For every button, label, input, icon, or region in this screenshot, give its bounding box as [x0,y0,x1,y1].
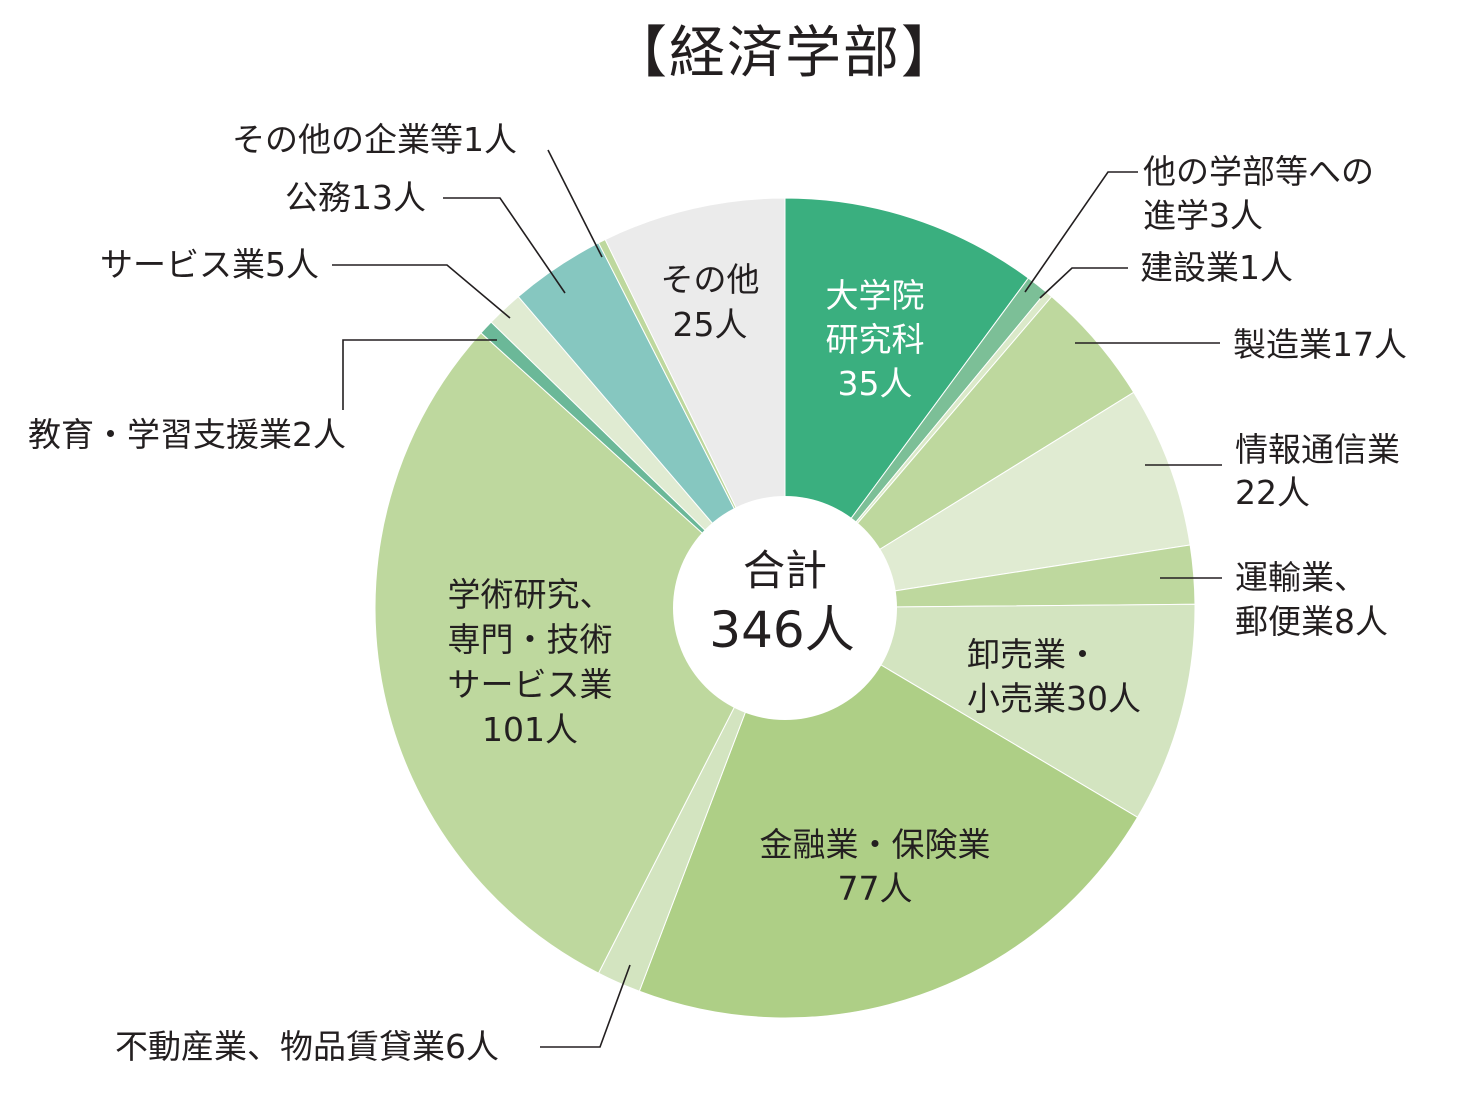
label-graduate-school-2: 研究科 [825,320,925,359]
leader-line-services [332,264,511,319]
label-real-estate: 不動産業、物品賃貸業6人 [115,1027,499,1066]
label-wholesale-1: 卸売業・ [967,635,1099,674]
leader-line-other-companies [547,149,603,258]
pie-slice-4 [784,391,1191,609]
label-graduate-school-1: 大学院 [825,276,925,315]
center-label-title: 合計 [742,546,828,595]
label-other-faculty-1: 他の学部等への [1143,152,1374,191]
label-manufacturing: 製造業17人 [1233,325,1407,364]
label-academic-4: 101人 [482,710,578,749]
label-construction: 建設業1人 [1140,248,1293,287]
center-label-total: 346人 [709,601,855,659]
label-education: 教育・学習支援業2人 [28,415,346,454]
label-other-companies: その他の企業等1人 [232,120,517,159]
chart-title: 【経済学部】 [611,21,959,86]
leader-line-other-faculty [1024,171,1138,293]
label-transport-2: 郵便業8人 [1235,602,1388,641]
leader-line-construction [1039,267,1128,299]
label-other-faculty-2: 進学3人 [1143,196,1263,235]
center-hole [673,496,897,720]
label-transport-1: 運輸業、 [1235,558,1367,597]
label-graduate-school-3: 35人 [837,364,913,403]
leader-line-public-service [443,197,566,294]
label-finance-2: 77人 [837,869,913,908]
label-finance-1: 金融業・保険業 [759,825,991,864]
pie-slice-6 [783,603,1196,818]
label-other-2: 25人 [672,305,748,344]
pie-slice-9 [374,332,786,974]
leader-line-education [342,339,497,410]
pie-slice-0 [784,197,1030,610]
label-wholesale-2: 小売業30人 [967,679,1141,718]
label-academic-1: 学術研究、 [447,575,613,614]
label-ict-1: 情報通信業 [1235,430,1400,469]
label-other-1: その他 [660,260,760,299]
label-services: サービス業5人 [100,245,319,284]
label-ict-2: 22人 [1235,473,1310,512]
label-academic-3: サービス業 [447,665,613,704]
leader-line-real-estate [540,964,631,1048]
label-academic-2: 専門・技術 [447,620,613,659]
label-public-service: 公務13人 [285,178,426,217]
